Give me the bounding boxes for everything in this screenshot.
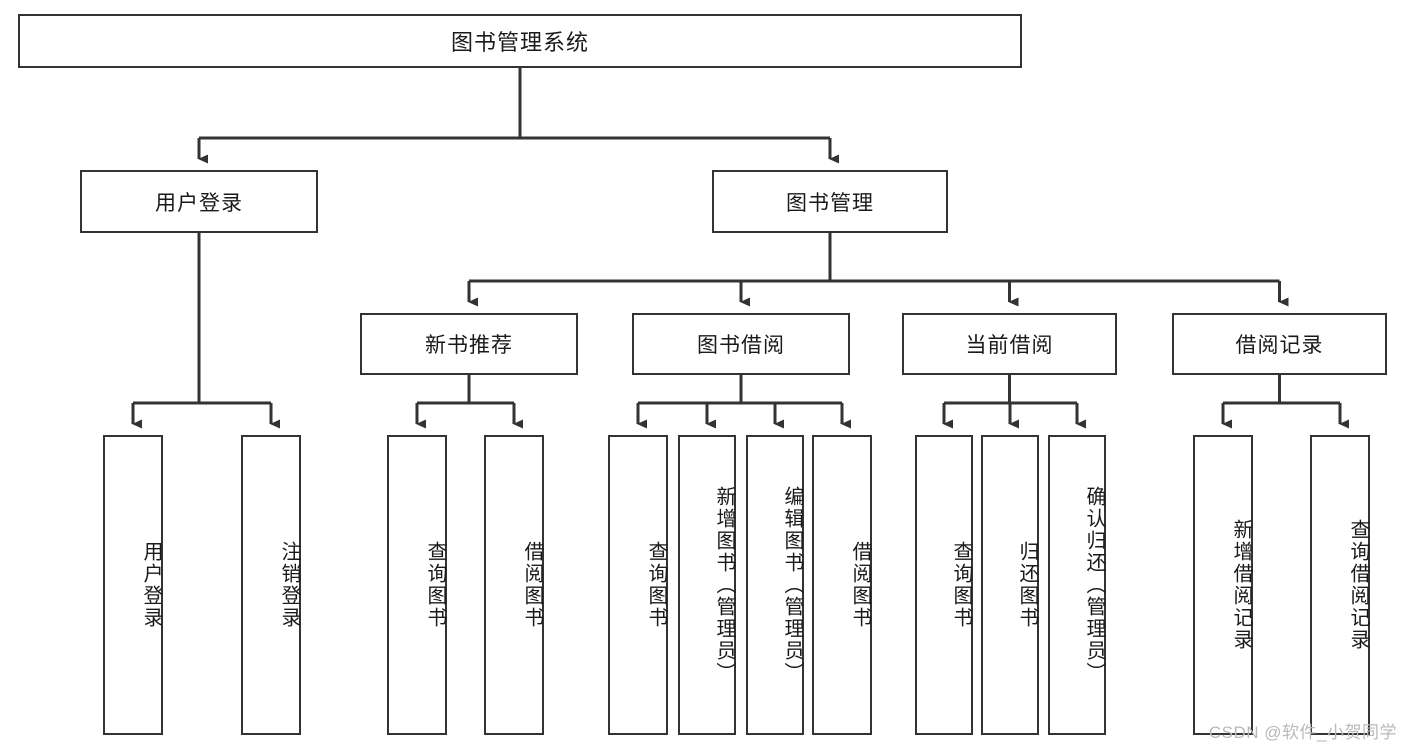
- node-leaf-return-book-label: 归还图书: [1016, 541, 1038, 629]
- node-leaf-borrow-book-1-label: 借阅图书: [521, 541, 543, 629]
- node-leaf-query-book-1[interactable]: 查询图书: [387, 435, 447, 735]
- node-leaf-query-borrow-record-label: 查询借阅记录: [1347, 519, 1369, 651]
- node-current-borrow-label: 当前借阅: [965, 334, 1054, 357]
- node-leaf-query-book-3[interactable]: 查询图书: [915, 435, 973, 735]
- node-leaf-confirm-return[interactable]: 确认归还（管理员）: [1048, 435, 1106, 735]
- node-book-borrow-label: 图书借阅: [697, 334, 785, 357]
- node-root-label: 图书管理系统: [450, 30, 589, 55]
- node-borrow-record-label: 借阅记录: [1235, 334, 1324, 357]
- node-borrow-record[interactable]: 借阅记录: [1172, 313, 1387, 375]
- node-leaf-borrow-book-2[interactable]: 借阅图书: [812, 435, 872, 735]
- node-leaf-add-book[interactable]: 新增图书（管理员）: [678, 435, 736, 735]
- node-leaf-return-book[interactable]: 归还图书: [981, 435, 1039, 735]
- node-current-borrow[interactable]: 当前借阅: [902, 313, 1117, 375]
- node-leaf-user-logout[interactable]: 注销登录: [241, 435, 301, 735]
- node-leaf-confirm-return-label: 确认归还（管理员）: [1083, 486, 1105, 684]
- node-leaf-query-book-2-label: 查询图书: [645, 541, 667, 629]
- node-book-manage-label: 图书管理: [786, 191, 874, 215]
- node-leaf-query-book-3-label: 查询图书: [950, 541, 972, 629]
- node-new-book-recommend-label: 新书推荐: [425, 334, 513, 357]
- node-leaf-add-borrow-record-label: 新增借阅记录: [1230, 519, 1252, 651]
- node-leaf-borrow-book-1[interactable]: 借阅图书: [484, 435, 544, 735]
- node-leaf-user-logout-label: 注销登录: [278, 541, 300, 629]
- node-leaf-borrow-book-2-label: 借阅图书: [849, 541, 871, 629]
- node-leaf-user-login[interactable]: 用户登录: [103, 435, 163, 735]
- node-book-borrow[interactable]: 图书借阅: [632, 313, 850, 375]
- node-leaf-query-borrow-record[interactable]: 查询借阅记录: [1310, 435, 1370, 735]
- node-leaf-add-borrow-record[interactable]: 新增借阅记录: [1193, 435, 1253, 735]
- node-user-login[interactable]: 用户登录: [80, 170, 318, 233]
- node-leaf-query-book-2[interactable]: 查询图书: [608, 435, 668, 735]
- node-leaf-add-book-label: 新增图书（管理员）: [713, 486, 735, 684]
- node-root[interactable]: 图书管理系统: [18, 14, 1022, 68]
- node-book-manage[interactable]: 图书管理: [712, 170, 948, 233]
- node-new-book-recommend[interactable]: 新书推荐: [360, 313, 578, 375]
- node-leaf-edit-book[interactable]: 编辑图书（管理员）: [746, 435, 804, 735]
- node-leaf-query-book-1-label: 查询图书: [424, 541, 446, 629]
- node-leaf-edit-book-label: 编辑图书（管理员）: [781, 486, 803, 684]
- node-leaf-user-login-label: 用户登录: [140, 541, 162, 629]
- node-user-login-label: 用户登录: [155, 191, 243, 215]
